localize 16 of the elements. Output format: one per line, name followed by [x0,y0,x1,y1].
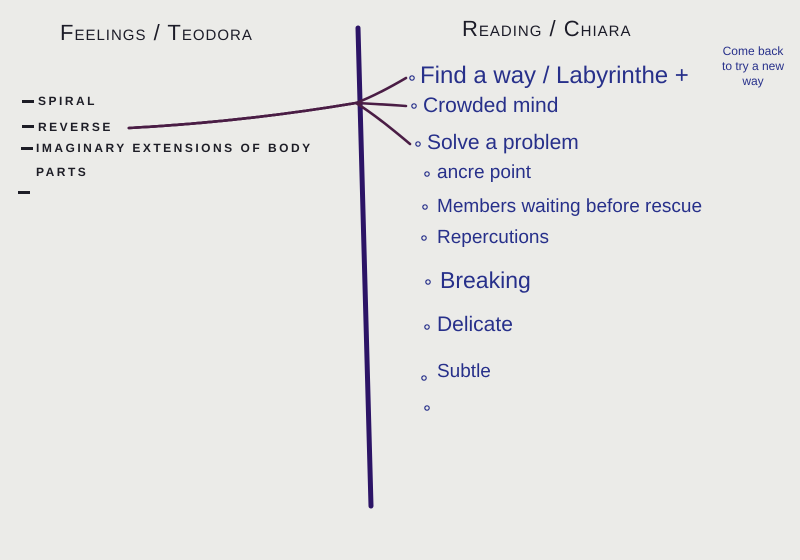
list-item-text: SPIRAL [38,93,98,110]
list-item-text: Solve a problem [427,131,579,155]
list-item-text: IMAGINARY EXTENSIONS OF BODY PARTS [36,140,314,181]
list-item-text: ancre point [437,161,532,185]
list-item-text: Breaking [440,268,531,292]
list-item-text: Subtle [437,360,491,384]
list-item-text: Delicate [437,313,513,337]
connector-line [128,102,412,146]
column-heading: Reading / Chiara [462,16,632,42]
list-item-text: Find a way / Labyrinthe + [420,64,689,88]
list-item-text: Repercutions [437,226,549,250]
list-item-text: Members waiting before rescue [437,195,702,219]
list-item-text: Crowded mind [423,94,558,118]
side-note: Come back to try a new way [720,44,786,89]
list-item-text: REVERSE [38,115,113,139]
column-heading: Feelings / Teodora [60,20,253,46]
